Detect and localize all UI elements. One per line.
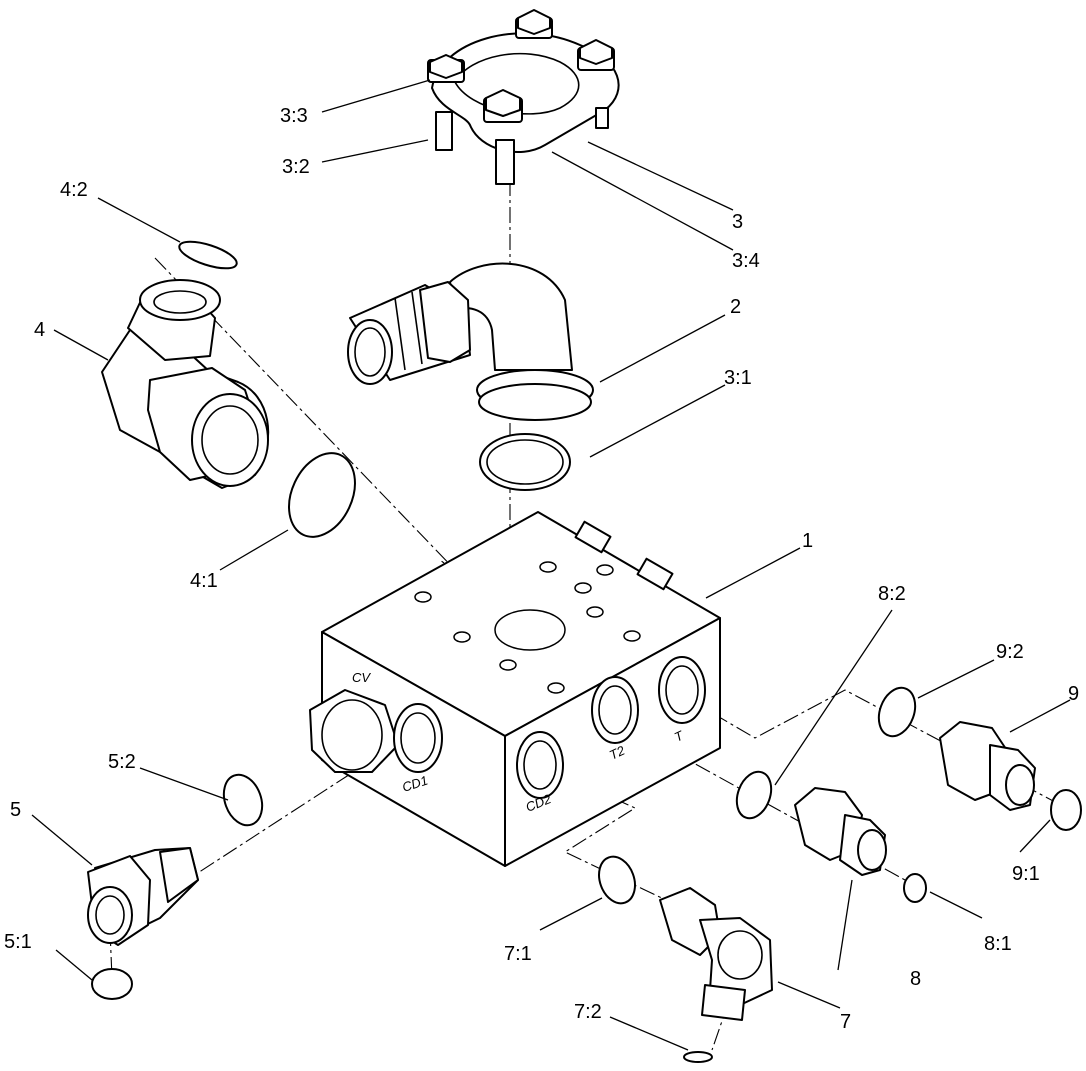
elbow-fitting-part-4: [101, 279, 270, 489]
manifold-block-part-1: [309, 511, 721, 867]
callout-8-1: 8:1: [984, 933, 1012, 955]
callout-5-2: 5:2: [108, 751, 136, 773]
o-ring-8-1: [903, 873, 927, 903]
elbow-fitting-part-7: [659, 887, 773, 1021]
o-ring-4-2: [178, 240, 238, 270]
port-label-cv: CV: [352, 670, 371, 685]
callout-5-1: 5:1: [4, 931, 32, 953]
callout-leader-lines: [31, 79, 1071, 1051]
port-label-t2: T2: [607, 742, 628, 762]
hose-barb-elbow-part-2: [347, 262, 594, 421]
o-ring-4-1: [288, 452, 356, 538]
o-ring-3-1-inner: [486, 439, 564, 485]
o-ring-8-2: [735, 770, 773, 820]
callout-5: 5: [10, 799, 21, 821]
o-ring-7-2: [683, 1051, 713, 1063]
callout-3: 3: [732, 211, 743, 233]
o-ring-3-1: [479, 433, 571, 491]
elbow-fitting-part-5: [87, 847, 199, 946]
o-ring-9-2: [877, 686, 917, 738]
flange-clamp-part-3: [427, 9, 620, 185]
o-ring-5-2: [222, 773, 264, 827]
callout-4: 4: [34, 319, 45, 341]
callout-4-2: 4:2: [60, 179, 88, 201]
callout-7-2: 7:2: [574, 1001, 602, 1023]
callout-labels: 3:3 3:2 3 3:4 4:2 4 2 3:1 4:1 1 8:2 9:2 …: [4, 105, 1079, 1033]
o-ring-5-1: [91, 968, 133, 1000]
callout-7-1: 7:1: [504, 943, 532, 965]
callout-7: 7: [840, 1011, 851, 1033]
o-ring-9-1: [1050, 789, 1082, 831]
callout-2: 2: [730, 296, 741, 318]
callout-1: 1: [802, 530, 813, 552]
callout-3-4: 3:4: [732, 250, 760, 272]
callout-8: 8: [910, 968, 921, 990]
callout-9-1: 9:1: [1012, 863, 1040, 885]
straight-fitting-part-8: [794, 787, 887, 876]
callout-9: 9: [1068, 683, 1079, 705]
callout-8-2: 8:2: [878, 583, 906, 605]
callout-3-1: 3:1: [724, 367, 752, 389]
straight-fitting-part-9: [939, 721, 1036, 811]
o-ring-7-1: [598, 855, 636, 905]
callout-4-1: 4:1: [190, 570, 218, 592]
callout-3-3: 3:3: [280, 105, 308, 127]
callout-3-2: 3:2: [282, 156, 310, 178]
callout-9-2: 9:2: [996, 641, 1024, 663]
